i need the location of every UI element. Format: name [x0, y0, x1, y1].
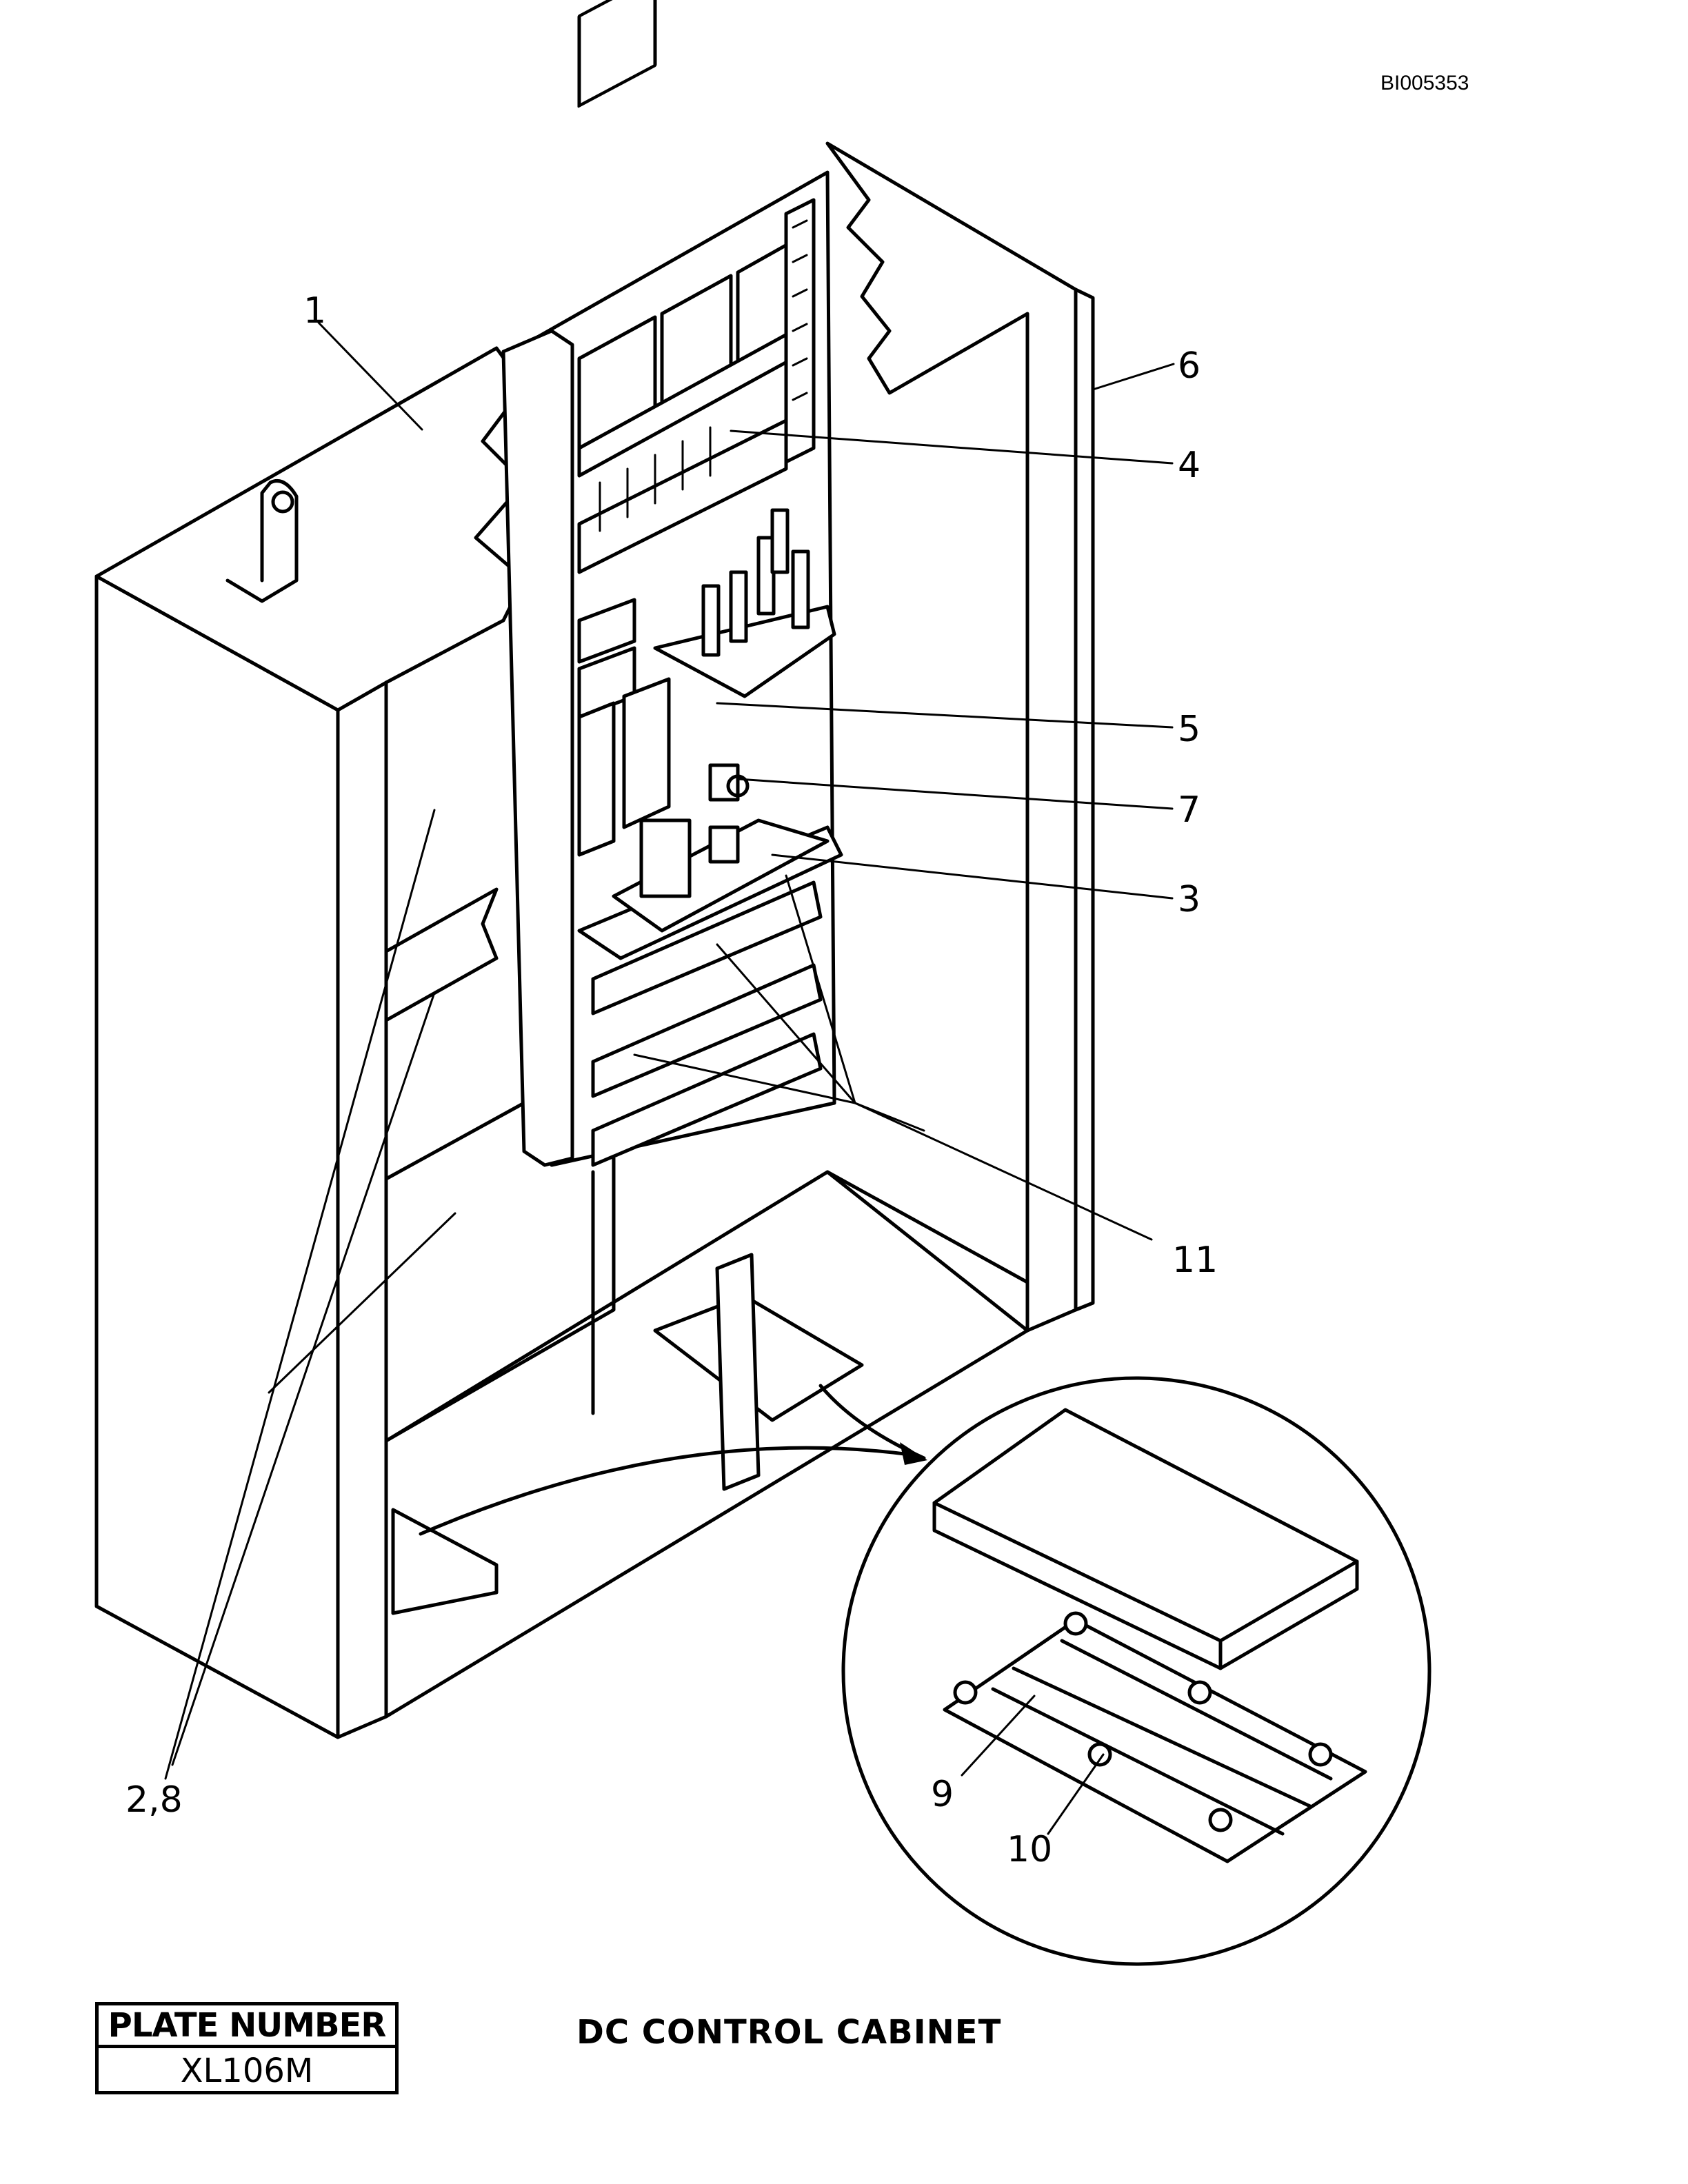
callout-4: 4	[1178, 445, 1200, 486]
switch	[708, 763, 750, 802]
cabinet-door	[1074, 287, 1095, 1312]
plate-number-label: PLATE NUMBER	[99, 2005, 395, 2048]
detail-circle	[841, 1376, 1431, 1966]
cabinet-floor	[384, 1170, 1029, 1719]
callout-7: 7	[1178, 789, 1200, 831]
detail-view	[419, 1376, 1431, 1966]
detail-rails	[943, 1618, 1367, 1863]
cabinet-front-frame	[336, 680, 388, 1739]
callout-11: 11	[1172, 1240, 1218, 1281]
callout-6: 6	[1178, 345, 1200, 387]
lifting-lug	[225, 479, 299, 603]
cabinet-back-shell	[825, 141, 1078, 1333]
terminal-strip	[784, 198, 816, 464]
callout-10: 10	[1007, 1829, 1052, 1870]
diagram-title: DC CONTROL CABINET	[576, 2013, 1002, 2052]
callout-1: 1	[303, 290, 326, 332]
plate-number-box: PLATE NUMBER XL106M	[95, 2002, 399, 2094]
detail-pad	[932, 1408, 1359, 1670]
cabinet-body	[94, 141, 1095, 1739]
callout-2-8: 2,8	[125, 1779, 183, 1821]
pc-board	[653, 508, 836, 698]
power-module	[577, 818, 843, 960]
callout-3: 3	[1178, 879, 1200, 920]
relay-group	[577, 0, 795, 478]
floor-pedestal	[653, 1253, 864, 1491]
callout-9: 9	[931, 1774, 954, 1815]
plate-number-value: XL106M	[180, 2052, 314, 2090]
floor-pad-left	[391, 1508, 499, 1615]
leader-lines	[164, 321, 1175, 1835]
callout-5: 5	[1178, 709, 1200, 750]
mounting-panel	[501, 0, 843, 1167]
panel-channel	[501, 329, 574, 1167]
contactor-blocks	[577, 598, 671, 857]
callout-labels: 1 2,8 3 4 5 6 7 9 10 11	[125, 290, 1218, 1870]
fuse-row	[577, 418, 788, 574]
cabinet-side-panel	[94, 574, 340, 1739]
document-id: BI005353	[1380, 72, 1469, 94]
